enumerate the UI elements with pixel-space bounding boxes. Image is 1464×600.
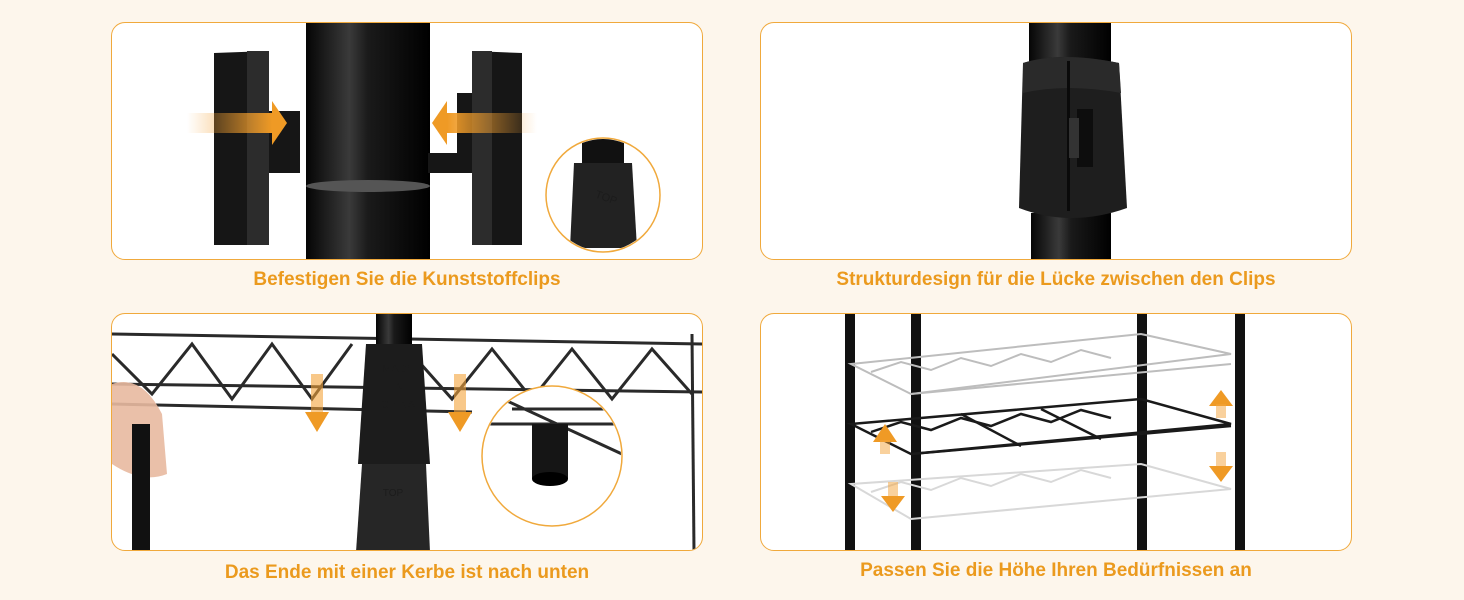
pole [306, 23, 430, 259]
notch-down-panel: MADE IN CHINA TOP [111, 313, 703, 551]
caption-notch: Das Ende mit einer Kerbe ist nach unten [224, 562, 590, 583]
structure-design-panel [760, 22, 1352, 260]
arrow-left-icon [432, 101, 537, 145]
shelf-middle [846, 397, 1232, 456]
caption-height: Passen Sie die Höhe Ihren Bedürfnissen a… [860, 560, 1252, 581]
arrow-down-icon [881, 482, 905, 512]
arrow-right-icon [187, 101, 287, 145]
svg-text:CHINA: CHINA [381, 399, 416, 411]
svg-text:MADE: MADE [382, 363, 414, 375]
clip-top-inset: TOP [545, 137, 661, 253]
arrow-up-icon [873, 424, 897, 454]
svg-text:IN: IN [393, 381, 404, 393]
shelf-upper [847, 332, 1232, 396]
arrow-down-icon [1209, 452, 1233, 482]
arrow-down-icon [305, 374, 329, 432]
sleeve-mark: TOP [383, 488, 404, 499]
adjust-height-panel [760, 313, 1352, 551]
shelf-lower [847, 462, 1232, 521]
arrow-down-icon [448, 374, 472, 432]
arrow-up-icon [1209, 390, 1233, 418]
notch-inset [481, 385, 623, 527]
made-in-china-mark: MADE IN CHINA [381, 363, 416, 411]
right-clip [428, 51, 522, 245]
left-clip [214, 51, 300, 245]
assembled-clip [1019, 57, 1127, 218]
caption-clips: Befestigen Sie die Kunststoffclips [253, 269, 561, 290]
clips-attach-panel: TOP [111, 22, 703, 260]
caption-structure: Strukturdesign für die Lücke zwischen de… [836, 269, 1276, 290]
